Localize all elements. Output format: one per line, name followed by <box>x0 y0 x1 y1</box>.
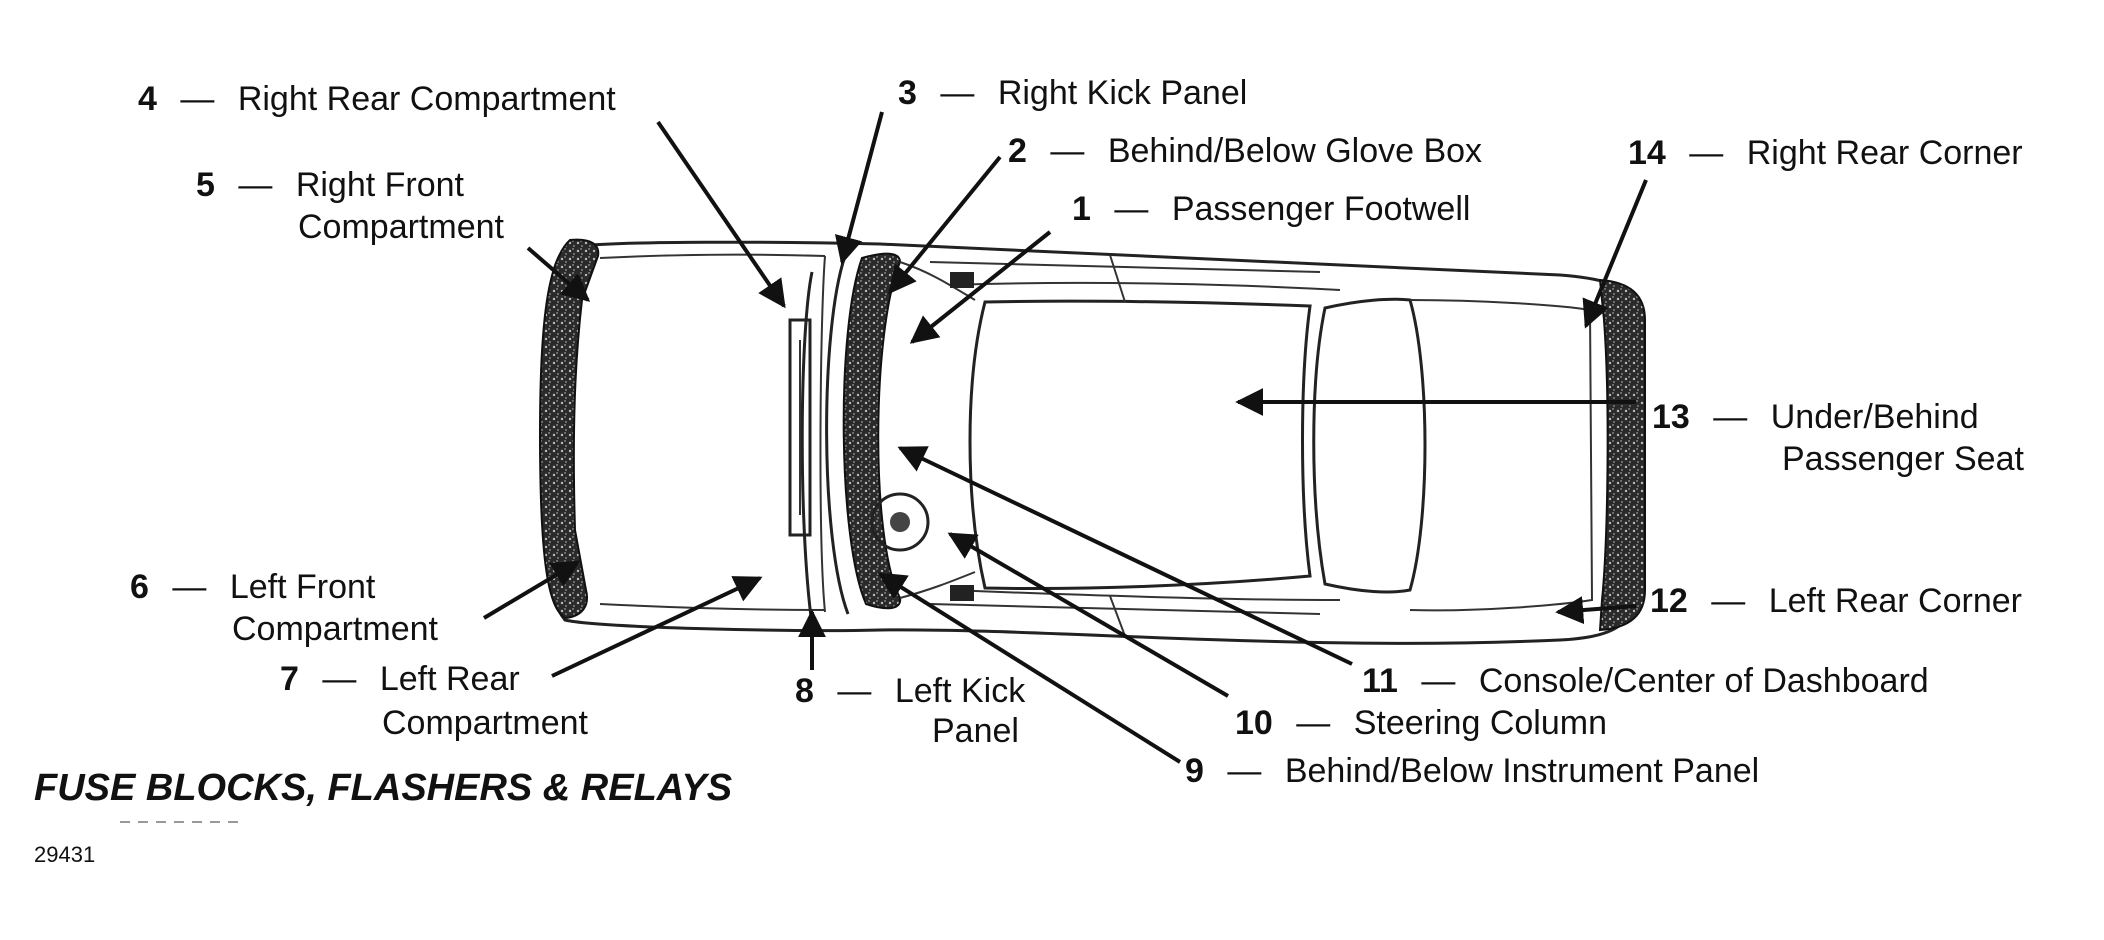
windshield-frame <box>842 252 902 610</box>
hood-edge-top <box>599 253 826 259</box>
callout-3: 3 — Right Kick Panel <box>898 74 1247 112</box>
arrow-9 <box>877 572 1182 764</box>
arrow-7 <box>551 576 763 678</box>
arrow-14 <box>1582 179 1648 329</box>
callout-11: 11 — Console/Center of Dashboard <box>1362 662 1929 700</box>
callout-arrows <box>482 111 1648 764</box>
steering-hub <box>890 512 910 532</box>
callout-2: 2 — Behind/Below Glove Box <box>1008 132 1482 170</box>
callout-9: 9 — Behind/Below Instrument Panel <box>1185 752 1759 790</box>
callout-4: 4 — Right Rear Compartment <box>138 80 616 118</box>
diagram-title: FUSE BLOCKS, FLASHERS & RELAYS <box>34 767 732 809</box>
callout-6: 6 — Left Front <box>130 568 376 606</box>
roof-rail-top <box>949 281 1341 291</box>
callout-13: 13 — Under/Behind <box>1652 398 1979 436</box>
callout-10: 10 — Steering Column <box>1235 704 1607 742</box>
callout-5: 5 — Right Front <box>196 166 465 204</box>
cowl-strip <box>788 318 812 537</box>
rear-bumper <box>1598 278 1646 632</box>
roof-rail-bottom <box>949 589 1341 601</box>
front-bumper <box>538 238 600 620</box>
cargo-area <box>1409 299 1594 612</box>
callout-7: 7 — Left Rear <box>280 660 520 698</box>
callout-5-line2: Compartment <box>298 208 505 246</box>
windshield-outer <box>825 255 850 615</box>
callout-6-line2: Compartment <box>232 610 439 648</box>
mirror-left <box>950 585 974 601</box>
door-seam-bottom <box>1109 595 1126 637</box>
arrow-10 <box>947 532 1230 698</box>
rear-glass <box>1312 297 1427 594</box>
callout-labels: 4 — Right Rear Compartment 3 — Right Kic… <box>130 74 2024 790</box>
door-line-top <box>929 261 1321 273</box>
hood-edge-bottom <box>599 603 826 611</box>
cowl-curve <box>819 255 826 613</box>
arrow-12 <box>1555 596 1637 625</box>
callout-12: 12 — Left Rear Corner <box>1650 582 2022 620</box>
figure-code: 29431 <box>34 842 95 867</box>
door-line-bottom <box>929 603 1321 615</box>
callout-7-line2: Compartment <box>382 704 589 742</box>
roof-panel <box>968 299 1312 590</box>
arrow-1 <box>909 230 1052 344</box>
callout-8-line2: Panel <box>932 712 1019 750</box>
arrow-3 <box>834 111 884 265</box>
arrow-2 <box>888 155 1002 295</box>
callout-1: 1 — Passenger Footwell <box>1072 190 1470 228</box>
arrow-6 <box>482 560 581 620</box>
door-seam-top <box>1109 254 1126 303</box>
callout-14: 14 — Right Rear Corner <box>1628 134 2023 172</box>
callout-8: 8 — Left Kick <box>795 672 1026 710</box>
arrow-4 <box>656 120 786 309</box>
arrow-11 <box>897 446 1353 666</box>
steering-wheel <box>870 492 930 552</box>
vehicle-top-view <box>538 238 1646 645</box>
arrow-5 <box>526 246 591 302</box>
callout-13-line2: Passenger Seat <box>1782 440 2024 478</box>
mirror-right <box>950 272 974 288</box>
hood-rear-edge <box>800 271 814 626</box>
